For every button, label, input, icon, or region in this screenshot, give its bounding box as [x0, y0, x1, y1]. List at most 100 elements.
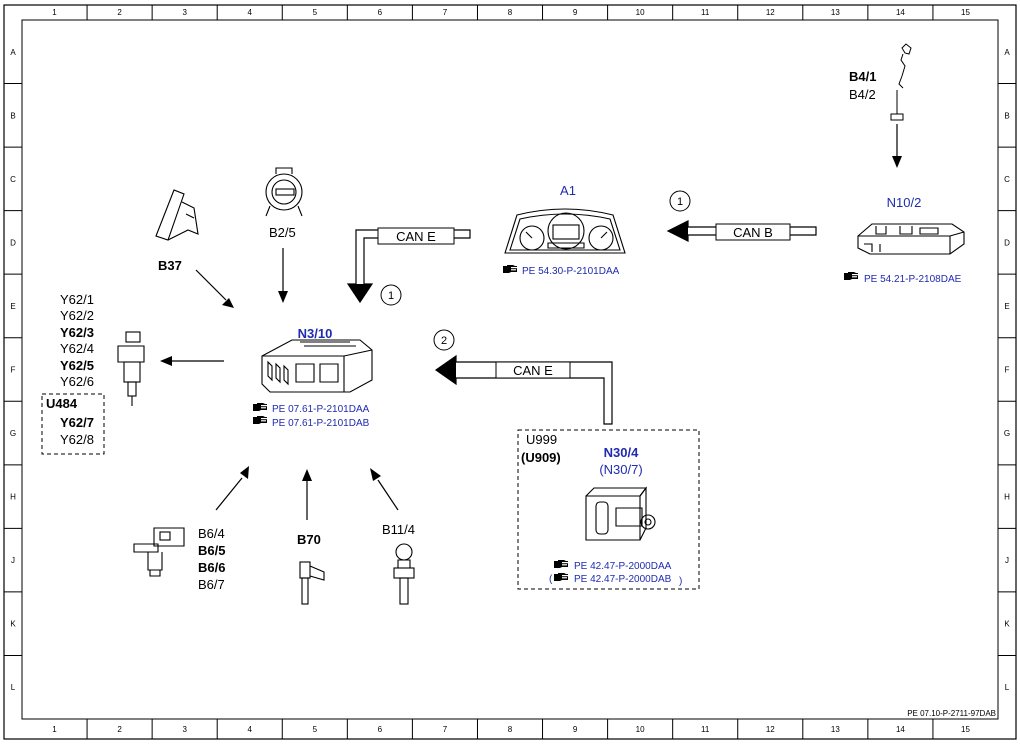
grid-column-label: 1 — [52, 8, 57, 17]
injector-label: Y62/5 — [60, 358, 94, 373]
can-e-bus-top: CAN E — [346, 227, 471, 304]
marker-1a: 1 — [669, 190, 691, 212]
n10-label: N10/2 — [887, 195, 922, 210]
grid-column-label: 14 — [896, 725, 905, 734]
grid-column-label: 8 — [508, 725, 513, 734]
grid-row-label: J — [1005, 556, 1009, 565]
grid-row-label: C — [10, 175, 16, 184]
u999-label: U999 — [526, 432, 557, 447]
svg-text:1: 1 — [677, 196, 683, 208]
instrument-cluster-icon — [504, 208, 626, 254]
fuel-injector-icon — [117, 331, 145, 406]
pointing-hand-icon — [253, 403, 267, 411]
grid-row-label: D — [1004, 238, 1010, 247]
svg-text:2: 2 — [441, 335, 447, 347]
n10-ref[interactable]: PE 54.21-P-2108DAE — [864, 274, 962, 285]
grid-row-label: K — [1004, 620, 1010, 629]
accelerator-pedal-icon — [155, 189, 199, 241]
grid-column-label: 10 — [636, 8, 645, 17]
grid-row-label: G — [10, 429, 16, 438]
grid-column-label: 9 — [573, 8, 578, 17]
n30-label: N30/4 — [604, 445, 639, 460]
b6-label: B6/5 — [198, 543, 225, 558]
pointing-hand-icon — [554, 573, 568, 581]
b25-label: B2/5 — [269, 225, 296, 240]
grid-column-label: 6 — [378, 8, 383, 17]
b6-label: B6/4 — [198, 526, 225, 541]
grid-column-label: 15 — [961, 725, 970, 734]
fuel-level-sensor-icon — [890, 43, 912, 121]
camshaft-sensor-icon — [133, 527, 185, 577]
grid-column-label: 3 — [182, 8, 187, 17]
air-mass-sensor-icon — [265, 167, 303, 217]
grid-column-label: 1 — [52, 725, 57, 734]
pointing-hand-icon — [844, 272, 858, 280]
n30-group-box — [517, 429, 700, 590]
grid-row-label: F — [11, 366, 16, 375]
grid-column-label: 13 — [831, 725, 840, 734]
grid-column-label: 4 — [248, 725, 253, 734]
b37-label: B37 — [158, 258, 182, 273]
n30-paren-close: ) — [679, 576, 682, 587]
crankshaft-sensor-icon — [299, 561, 325, 605]
b6-label: B6/6 — [198, 560, 225, 575]
grid-row-label: B — [1004, 111, 1009, 120]
abs-esp-unit-icon — [585, 486, 656, 541]
injector-label: Y62/4 — [60, 341, 94, 356]
marker-1b: 1 — [380, 284, 402, 306]
grid-column-label: 4 — [248, 8, 253, 17]
injector-label: Y62/3 — [60, 325, 94, 340]
grid-column-label: 5 — [313, 725, 318, 734]
grid-row-label: A — [10, 48, 16, 57]
grid-row-label: J — [11, 556, 15, 565]
n30-label-2: (N30/7) — [599, 462, 642, 477]
n30-ref-1[interactable]: PE 42.47-P-2000DAA — [574, 561, 672, 572]
grid-column-label: 3 — [182, 725, 187, 734]
b4-label-2: B4/2 — [849, 87, 876, 102]
can-e-bus-mid: CAN E — [434, 354, 613, 425]
ecu-n3-10-icon — [261, 339, 373, 393]
grid-row-label: L — [11, 683, 16, 692]
grid-row-label: E — [1004, 302, 1009, 311]
grid-row-label: A — [1004, 48, 1010, 57]
grid-row-label: H — [10, 493, 16, 502]
grid-row-label: E — [10, 302, 15, 311]
ecu-ref-2[interactable]: PE 07.61-P-2101DAB — [272, 418, 370, 429]
arrow-heads — [160, 156, 902, 481]
b4-label-1: B4/1 — [849, 69, 876, 84]
n30-ref-2[interactable]: PE 42.47-P-2000DAB — [574, 574, 672, 585]
grid-row-label: G — [1004, 429, 1010, 438]
grid-row-label: B — [10, 111, 15, 120]
coolant-temp-sensor-icon — [393, 543, 415, 605]
marker-2: 2 — [433, 329, 455, 351]
grid-column-label: 9 — [573, 725, 578, 734]
a1-ref[interactable]: PE 54.30-P-2101DAA — [522, 266, 620, 277]
n30-paren-open: ( — [549, 574, 553, 585]
drawing-frame — [3, 4, 1017, 740]
injector-label: Y62/2 — [60, 308, 94, 323]
ecu-ref-1[interactable]: PE 07.61-P-2101DAA — [272, 404, 370, 415]
grid-column-label: 7 — [443, 8, 448, 17]
b6-label: B6/7 — [198, 577, 225, 592]
injector-label: Y62/8 — [60, 432, 94, 447]
grid-row-label: K — [10, 620, 16, 629]
b114-label: B11/4 — [382, 522, 415, 537]
can-e-mid-label: CAN E — [513, 363, 553, 378]
svg-text:1: 1 — [388, 290, 394, 302]
b70-label: B70 — [297, 532, 321, 547]
grid-column-label: 2 — [117, 8, 122, 17]
grid-column-label: 6 — [378, 725, 383, 734]
grid-row-label: D — [10, 238, 16, 247]
grid-column-label: 11 — [701, 725, 710, 734]
grid-row-label: C — [1004, 175, 1010, 184]
grid-column-label: 8 — [508, 8, 513, 17]
grid-column-label: 7 — [443, 725, 448, 734]
signal-arrows — [170, 124, 898, 520]
can-b-label: CAN B — [733, 225, 773, 240]
u909-label: (U909) — [521, 450, 561, 465]
pointing-hand-icon — [503, 265, 517, 273]
injector-label: Y62/7 — [60, 415, 94, 430]
grid-column-label: 5 — [313, 8, 318, 17]
grid-column-label: 14 — [896, 8, 905, 17]
